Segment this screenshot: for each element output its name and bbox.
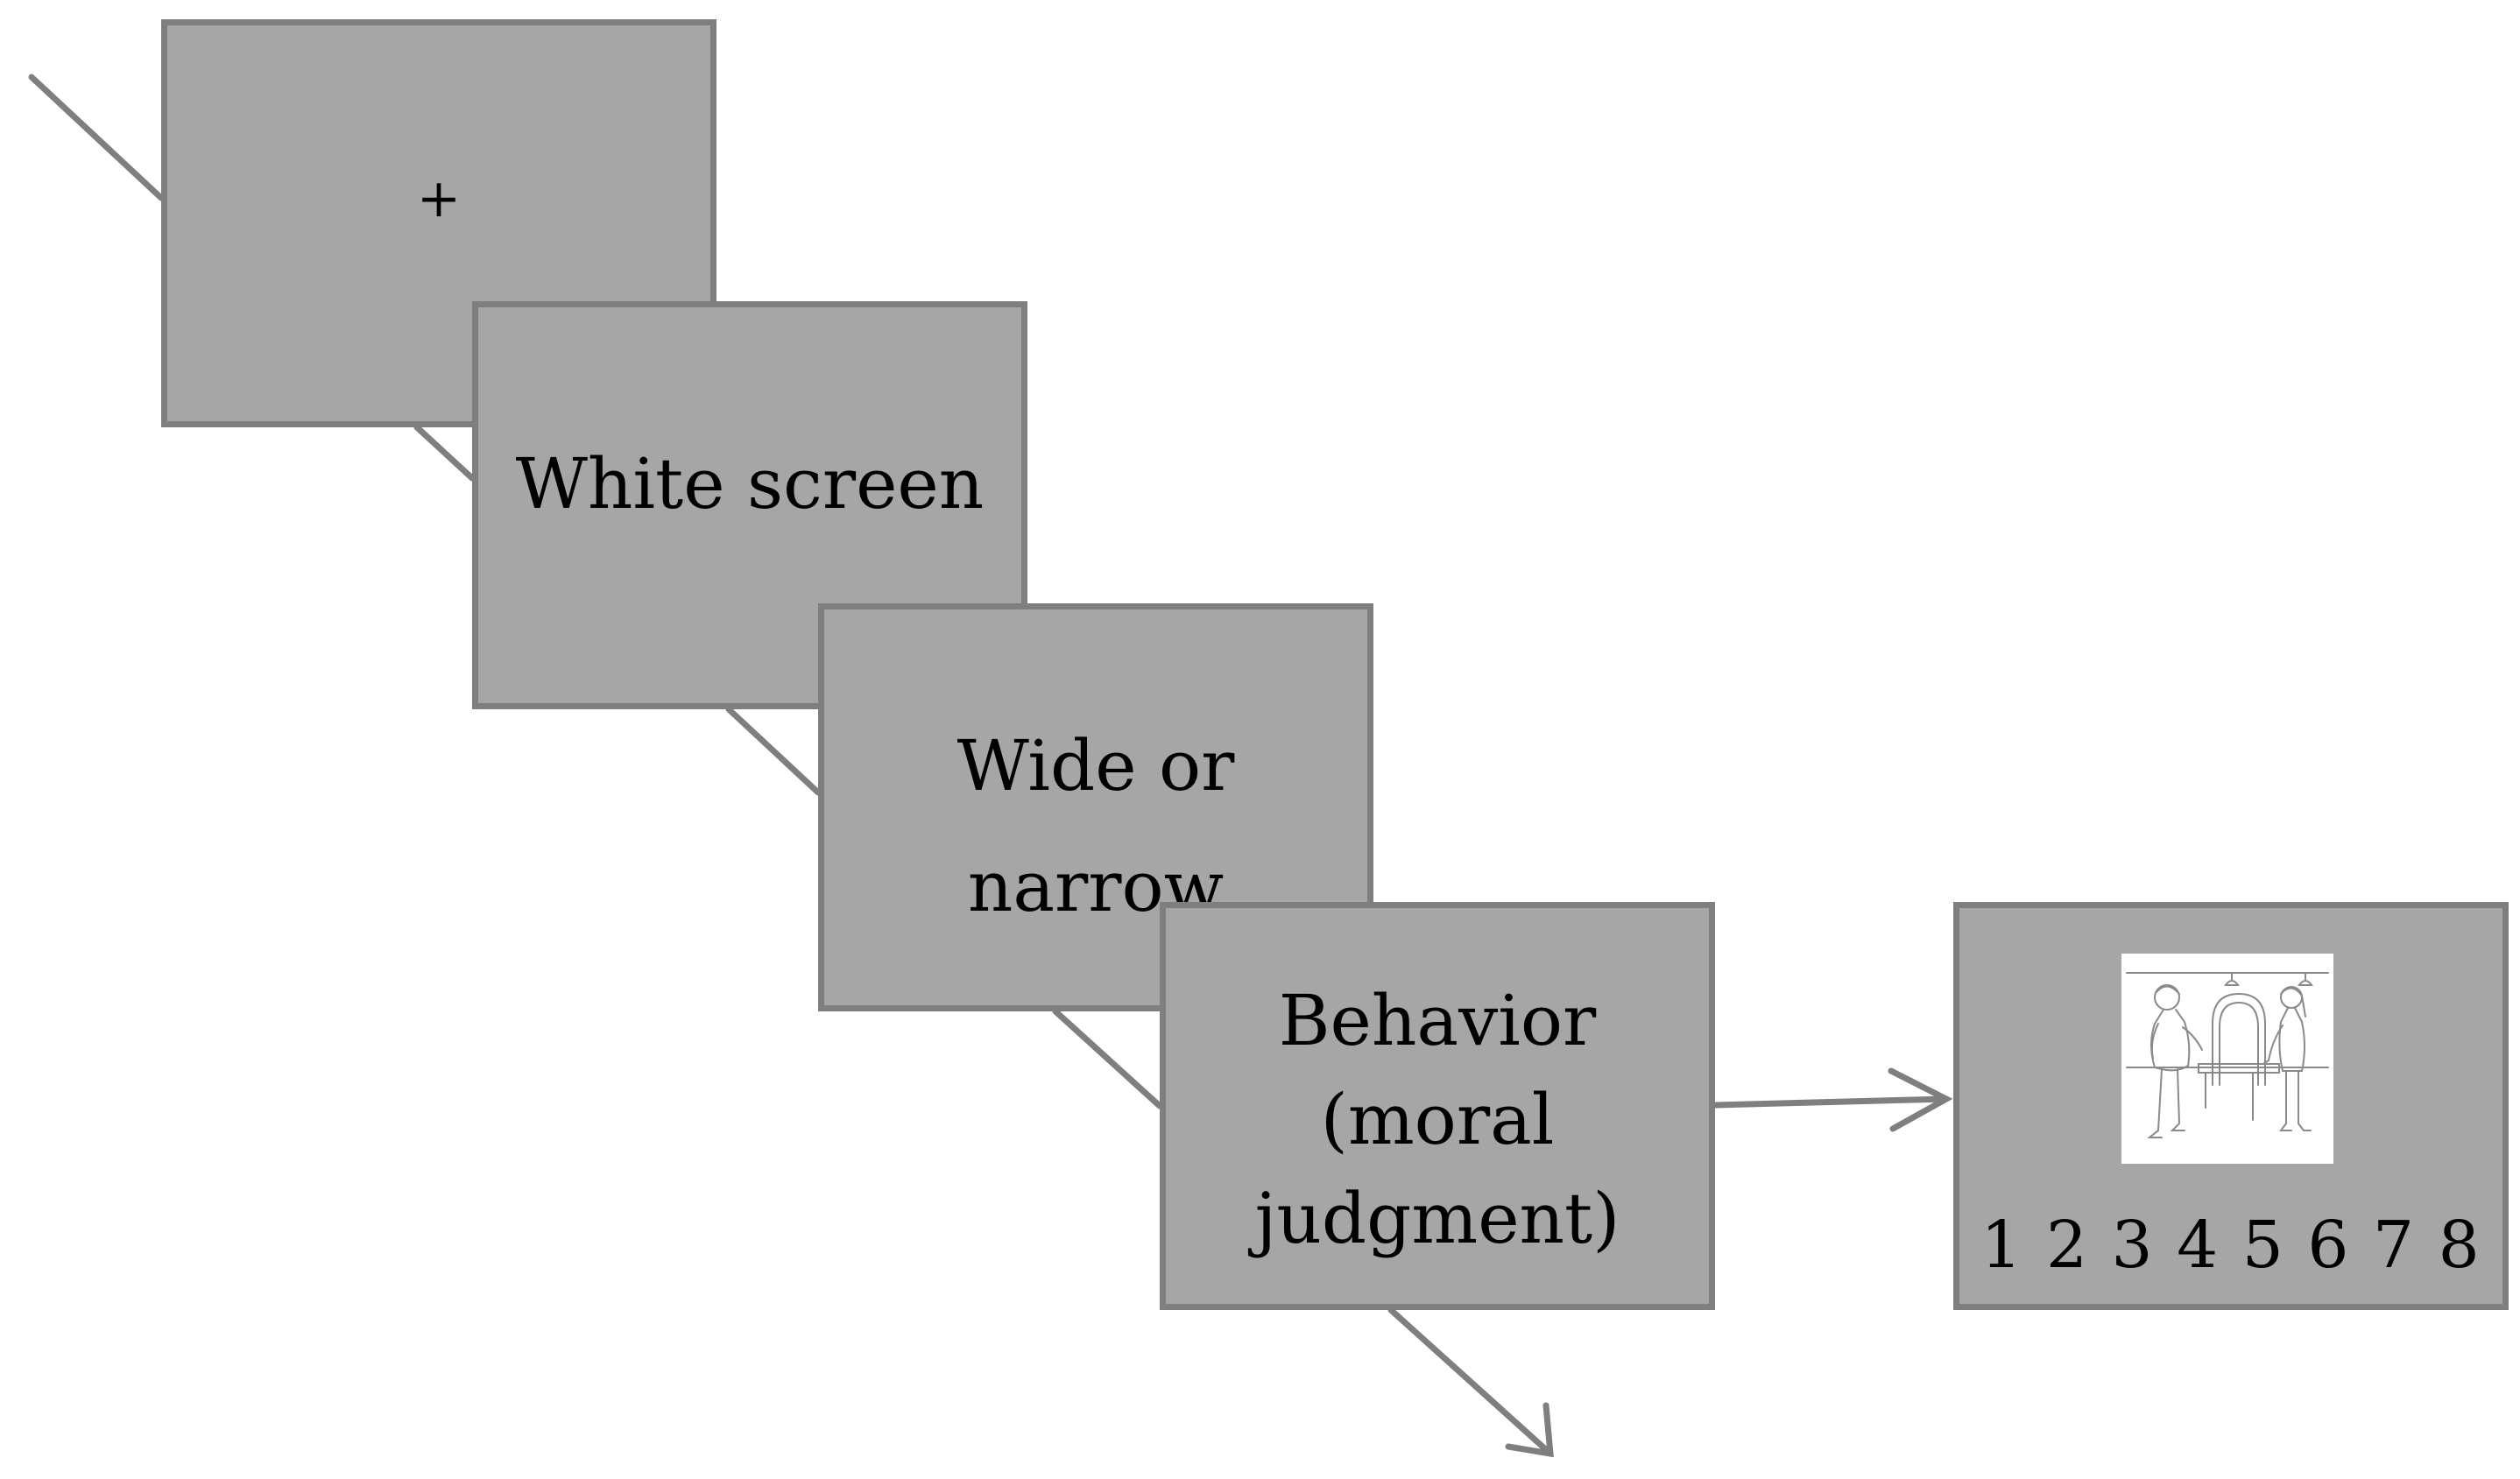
response-arrow-shaft [1712,1095,1950,1109]
behavior-label: Behavior (moral judgment) [1254,980,1620,1259]
white-screen-label: White screen [515,443,985,525]
timeline-line-start [28,74,165,201]
fixation-cross: + [416,168,462,229]
arrow-right-icon [1888,1067,1953,1132]
wide-or-narrow-label: Wide or narrow [956,725,1235,927]
moral-scenario-sketch-icon [2121,954,2333,1164]
rating-scale: 1 2 3 4 5 6 7 8 [1980,1208,2481,1283]
wide-or-narrow-frame: Wide or narrow [818,603,1373,1011]
timeline-line-2 [725,706,822,796]
timeline-line-1 [413,424,476,482]
arrow-right-down-icon [1505,1402,1554,1458]
rating-frame: 1 2 3 4 5 6 7 8 [1953,902,2509,1310]
timeline-line-3 [1052,1008,1163,1109]
behavior-frame: Behavior (moral judgment) [1160,902,1715,1310]
timeline-arrow-shaft [1387,1306,1554,1457]
